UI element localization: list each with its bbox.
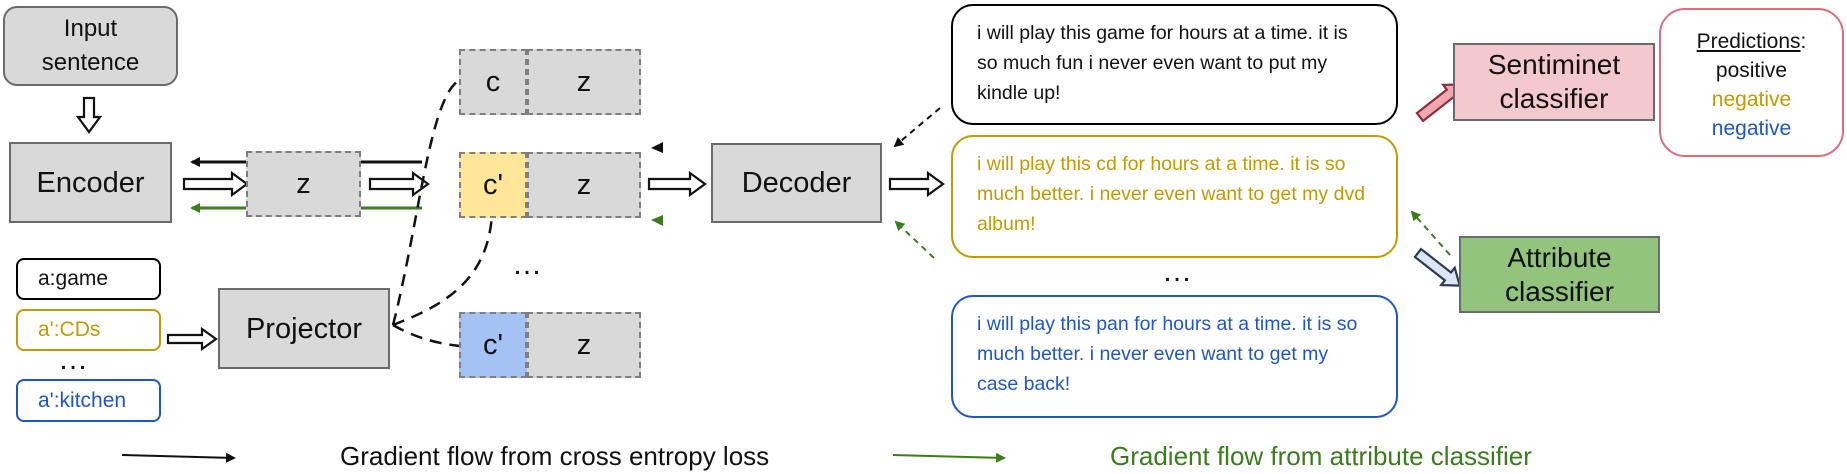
code-c-prime-yellow-box: c' bbox=[459, 152, 527, 218]
prediction-3: negative bbox=[1711, 117, 1792, 140]
predictions-title: Predictions bbox=[1696, 30, 1801, 53]
projector-box: Projector bbox=[218, 288, 390, 369]
attribute-original: a:game bbox=[16, 258, 161, 300]
latent-z-box: z bbox=[246, 151, 361, 217]
code-to-decoder-arrow bbox=[647, 170, 707, 198]
predictions-colon: : bbox=[1800, 30, 1807, 53]
sentiment-classifier-box: Sentiminet classifier bbox=[1453, 43, 1655, 121]
decoder-to-sentence-arrow bbox=[888, 170, 945, 198]
attribute-classifier-box: Attribute classifier bbox=[1459, 236, 1660, 313]
attribute-ellipsis: … bbox=[58, 343, 90, 376]
z-to-code-arrow bbox=[368, 170, 430, 198]
input-to-encoder-arrow bbox=[75, 96, 103, 134]
code-z-box-3: z bbox=[527, 312, 641, 378]
hollow-arrows bbox=[75, 83, 1464, 352]
sentence-to-attribute-arrow bbox=[1413, 247, 1462, 287]
legend-line-attribute bbox=[892, 452, 1006, 463]
projector-curves bbox=[391, 77, 494, 348]
predictions-title-row: Predictions: bbox=[1661, 27, 1842, 56]
code-c-box: c bbox=[459, 49, 527, 115]
code-z-box-1: z bbox=[527, 49, 641, 115]
legend-cross-entropy: Gradient flow from cross entropy loss bbox=[340, 441, 770, 471]
input-sentence-box: Input sentence bbox=[3, 6, 178, 86]
legend-line-cross-entropy bbox=[121, 452, 236, 463]
attribute-target: a':CDs bbox=[16, 309, 161, 351]
code-c-prime-blue-box: c' bbox=[459, 312, 527, 378]
sentence-transfer-2: i will play this pan for hours at a time… bbox=[951, 295, 1398, 418]
prediction-1: positive bbox=[1715, 59, 1788, 82]
sentence-ellipsis: … bbox=[1162, 255, 1194, 288]
attr-to-projector-arrow bbox=[166, 326, 218, 352]
code-ellipsis: … bbox=[512, 248, 544, 281]
code-z-box-2: z bbox=[527, 152, 641, 218]
sentence-original: i will play this game for hours at a tim… bbox=[951, 4, 1398, 125]
decoder-box: Decoder bbox=[711, 143, 882, 223]
predictions-box: Predictions: positive negative negative bbox=[1659, 8, 1844, 157]
attribute-target2: a':kitchen bbox=[16, 379, 161, 422]
legend-lines bbox=[121, 452, 1006, 463]
legend-attribute: Gradient flow from attribute classifier bbox=[1110, 441, 1532, 471]
encoder-to-z-arrow bbox=[182, 170, 249, 198]
sentence-transfer-1: i will play this cd for hours at a time.… bbox=[951, 135, 1398, 258]
encoder-box: Encoder bbox=[9, 142, 172, 223]
prediction-2: negative bbox=[1711, 88, 1792, 111]
